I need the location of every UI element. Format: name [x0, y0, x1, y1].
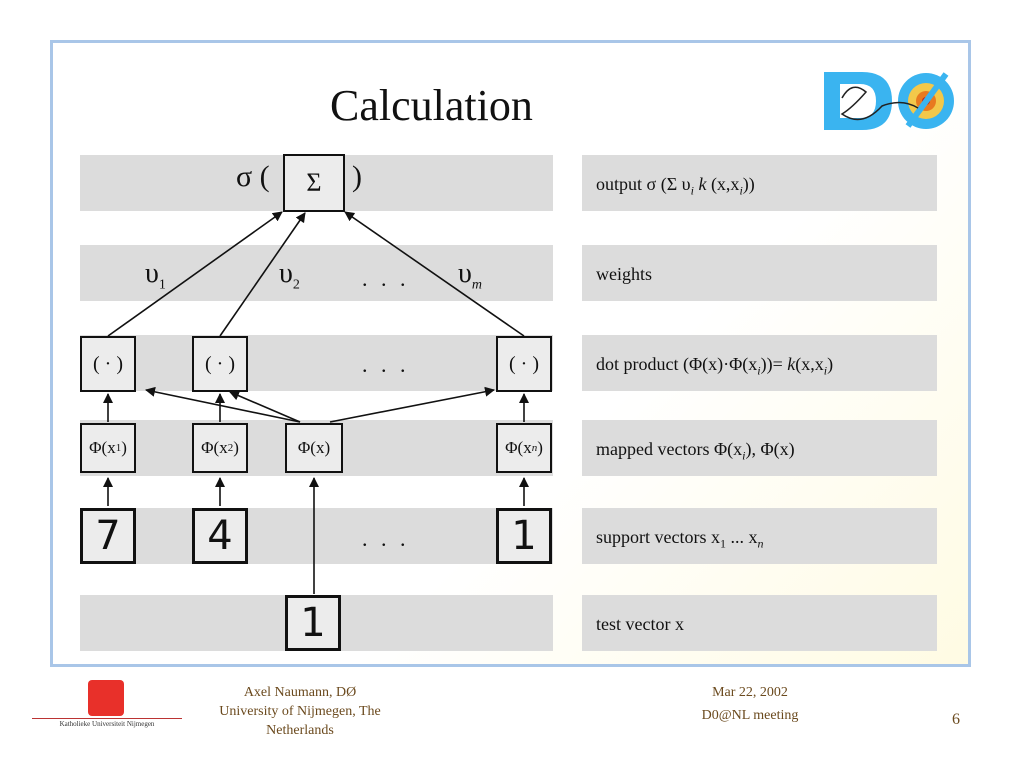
mapped-box-x: Φ(x): [285, 423, 343, 473]
weight-2: υ2: [279, 258, 300, 293]
sigma-close: ): [352, 160, 362, 193]
band-weights-left: [80, 245, 553, 301]
support-digit-1: 7: [80, 508, 136, 564]
sigma-open: σ (: [236, 160, 270, 193]
arrow-phix-to-dotn: [329, 386, 495, 423]
footer-author: Axel Naumann, DØ University of Nijmegen,…: [219, 685, 381, 738]
band-dot-right: [582, 335, 937, 391]
band-mapped-right: [582, 420, 937, 476]
support-ellipsis: . . .: [362, 526, 410, 551]
label-mapped-vectors: mapped vectors Φ(xi), Φ(x): [596, 439, 795, 463]
band-weights-right: [582, 245, 937, 301]
band-test-right: [582, 595, 937, 651]
weight-1: υ1: [145, 258, 166, 293]
test-digit: 1: [285, 595, 341, 651]
sum-box: Σ: [283, 154, 345, 212]
band-support-left: [80, 508, 553, 564]
weights-ellipsis: . . .: [362, 266, 410, 291]
arrow-dot1-to-output: [107, 211, 283, 337]
dot-box-2: ( · ): [192, 336, 248, 392]
university-logo-text: Katholieke Universiteit Nijmegen: [32, 718, 182, 728]
arrow-phix-to-dot2: [229, 390, 301, 423]
page-number: 6: [952, 711, 960, 728]
label-support-vectors: support vectors x1 ... xn: [596, 527, 764, 551]
label-output: output σ (Σ υi k (x,xi)): [596, 174, 755, 198]
band-dot-left: [80, 335, 553, 391]
support-digit-n: 1: [496, 508, 552, 564]
university-crest-icon: [88, 680, 124, 716]
support-digit-2: 4: [192, 508, 248, 564]
dot-box-1: ( · ): [80, 336, 136, 392]
band-support-right: [582, 508, 937, 564]
label-dot-product: dot product (Φ(x)·Φ(xi))= k(x,xi): [596, 354, 834, 378]
slide-title: Calculation: [330, 81, 533, 130]
arrow-dot2-to-output: [219, 212, 306, 337]
dot-box-m: ( · ): [496, 336, 552, 392]
label-test-vector: test vector x: [596, 614, 684, 634]
band-output-right: [582, 155, 937, 211]
weight-m: υm: [458, 258, 482, 293]
arrow-phix-to-dot1: [145, 386, 301, 423]
footer-date-event: Mar 22, 2002 D0@NL meeting: [701, 685, 799, 723]
d0-logo: [822, 68, 964, 134]
label-weights: weights: [596, 264, 652, 284]
arrow-dotm-to-output: [344, 211, 525, 337]
dot-ellipsis: . . .: [362, 352, 410, 377]
